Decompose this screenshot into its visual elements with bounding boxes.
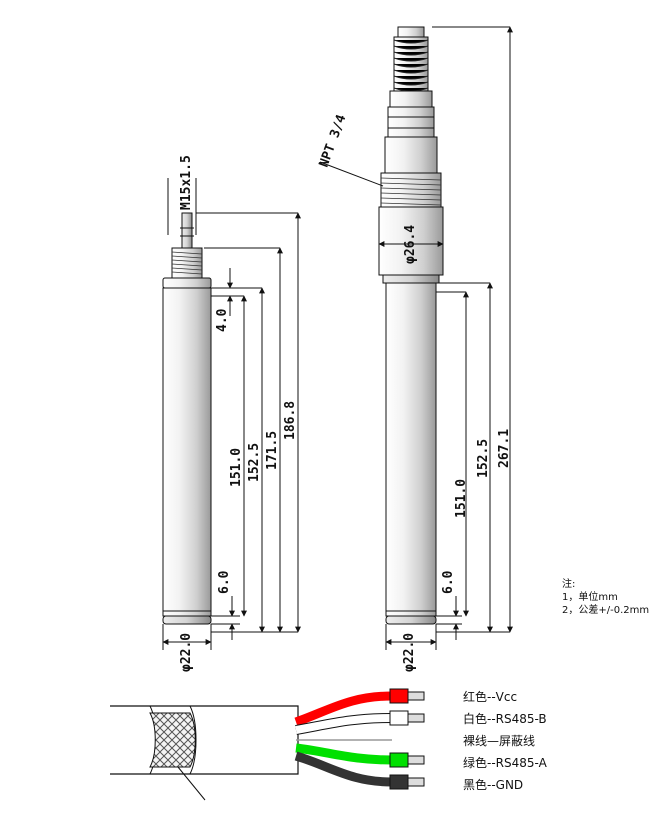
left-pin	[181, 212, 193, 252]
notes-line-2: 2，公差+/-0.2mm	[562, 605, 650, 616]
left-dim-152-5: 152.5	[247, 443, 262, 482]
right-hex-diameter: φ26.4	[403, 225, 418, 264]
wire-black	[294, 751, 393, 787]
right-diameter: φ22.0	[402, 633, 417, 672]
right-spring	[393, 36, 429, 92]
wire-label-black: 黑色--GND	[463, 778, 524, 792]
left-body	[162, 287, 212, 617]
left-cap	[162, 277, 212, 289]
right-nut	[387, 106, 435, 138]
notes-title: 注:	[562, 579, 576, 590]
left-dimension-labels: M15x1.5 4.0 151.0 152.5 171.5 186.8 6.0 …	[179, 155, 298, 672]
wire-label-red: 红色--Vcc	[463, 690, 518, 704]
wire-label-green: 绿色--RS485-A	[463, 756, 547, 770]
left-dim-151-0: 151.0	[229, 448, 244, 487]
left-diameter: φ22.0	[179, 633, 194, 672]
right-sensor	[378, 26, 444, 625]
right-dim-151-0: 151.0	[454, 479, 469, 518]
left-dim-4-0: 4.0	[215, 308, 230, 332]
cable-diagram	[110, 688, 425, 801]
left-dim-6-0: 6.0	[217, 570, 232, 594]
wire-green	[295, 743, 393, 765]
left-thread-label: M15x1.5	[179, 155, 194, 210]
wire-label-white: 白色--RS485-B	[463, 712, 547, 726]
right-dimensions	[319, 26, 513, 650]
left-sensor	[162, 212, 212, 625]
left-dim-171-5: 171.5	[265, 431, 280, 470]
right-body	[385, 282, 437, 617]
right-thread-label: NPT 3/4	[317, 113, 350, 170]
cable-jacket	[110, 705, 299, 775]
right-dim-6-0: 6.0	[441, 570, 456, 594]
right-dim-267-1: 267.1	[497, 429, 512, 468]
wire-red	[294, 691, 393, 727]
wire-label-bare: 裸线—屏蔽线	[463, 734, 536, 748]
right-dim-152-5: 152.5	[476, 439, 491, 478]
notes-line-1: 1，单位mm	[562, 592, 618, 603]
cable-braid	[149, 712, 196, 768]
wire-white	[295, 714, 393, 734]
notes: 注: 1，单位mm 2，公差+/-0.2mm	[562, 578, 649, 617]
left-dimensions	[162, 178, 301, 650]
left-dim-186-8: 186.8	[283, 401, 298, 440]
